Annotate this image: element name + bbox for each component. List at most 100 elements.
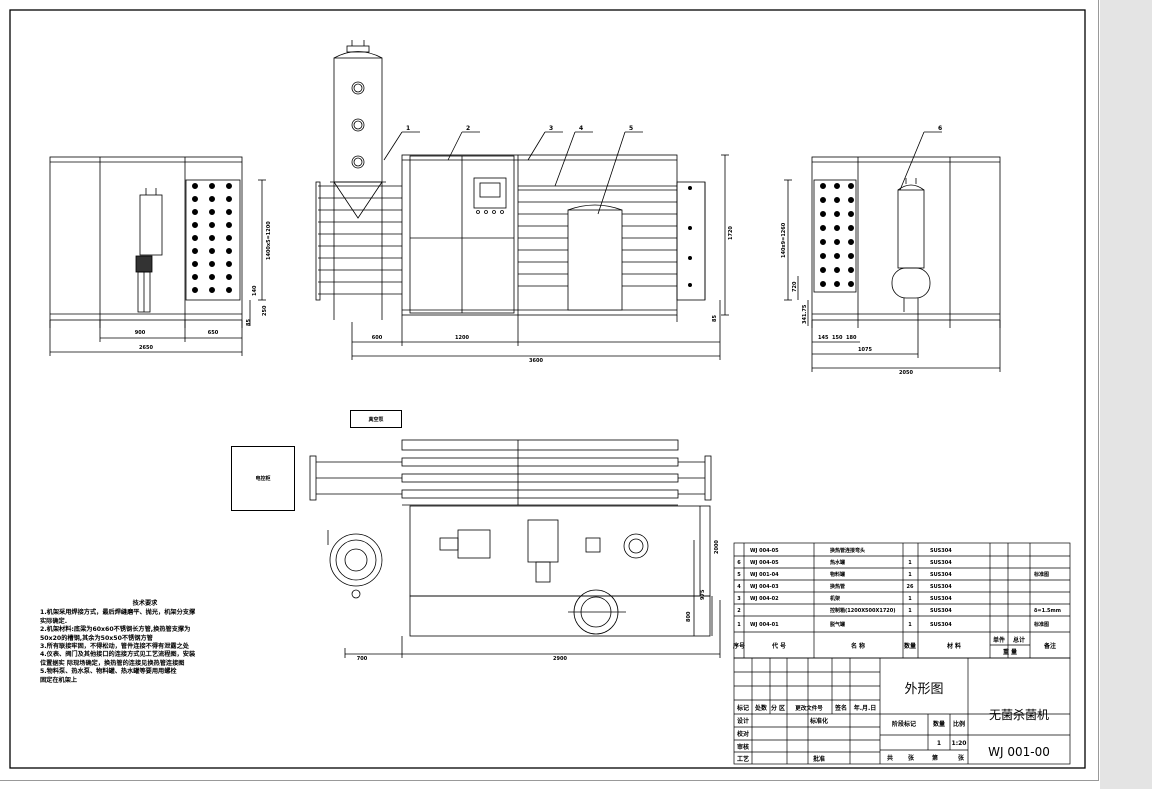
dim-800: 800 — [686, 611, 692, 622]
bom-row4-code: WJ 004-02 — [750, 596, 779, 602]
tb-approve: 批准 — [813, 755, 825, 763]
tb-qty: 1 — [937, 740, 941, 747]
bom-row5-no: 2 — [737, 608, 741, 614]
bom-row3-no: 4 — [737, 584, 741, 590]
tb-sheet-no: 第 — [931, 754, 938, 762]
dim-2650: 2650 — [139, 345, 153, 351]
tb-sheets: 张 — [908, 754, 915, 762]
bom-row3-code: WJ 004-03 — [750, 584, 779, 590]
tb-standardize: 标准化 — [809, 717, 828, 725]
part-label-6: 6 — [938, 125, 942, 132]
part-label-3: 3 — [549, 125, 553, 132]
bom-row3-name: 换热管 — [830, 583, 845, 590]
dim-700: 700 — [357, 656, 368, 662]
bom-row6-qty: 1 — [908, 622, 912, 628]
bom-header-mat: 材 料 — [946, 642, 961, 650]
dim-2050: 2050 — [899, 370, 913, 376]
bom-header-weight: 重 量 — [1003, 648, 1017, 656]
tb-number: WJ 001-00 — [988, 745, 1050, 759]
tb-date: 年.月.日 — [854, 704, 877, 712]
dim-180: 180 — [846, 335, 857, 341]
part-label-4: 4 — [579, 125, 583, 132]
dim-3600: 3600 — [529, 358, 543, 364]
bom-rows: WJ 004-05 换热管连接弯头 SUS304 6 WJ 004-05 热水罐… — [732, 547, 1061, 656]
tb-scale: 1:20 — [952, 740, 967, 747]
bom-header-code: 代 号 — [771, 642, 786, 650]
note-line: 位置据实 际现场确定，换热管的连接见换热管连接图 — [40, 659, 185, 667]
dim-341-75: 341.75 — [802, 304, 808, 324]
bom-row1-code: WJ 004-05 — [750, 560, 779, 566]
bom-row1-mat: SUS304 — [930, 560, 952, 566]
dim-right-height: 140x9=1260 — [781, 222, 787, 258]
bom-header-total: 总计 — [1013, 636, 1025, 644]
bom-row5-remark: δ=1.5mm — [1034, 608, 1061, 614]
bom-row5-mat: SUS304 — [930, 608, 952, 614]
note-line: 固定在机架上 — [40, 676, 78, 684]
dim-650: 650 — [208, 330, 219, 336]
bom-header-unit: 单件 — [993, 636, 1005, 644]
tb-mark: 标记 — [736, 704, 749, 712]
bom-header-no: 序号 — [732, 642, 745, 650]
dim-600: 600 — [372, 335, 383, 341]
bom-row5-name: 控制箱(1200X500X1720) — [830, 607, 896, 614]
dim-150: 150 — [832, 335, 843, 341]
bom-row2-qty: 1 — [908, 572, 912, 578]
dim-2000: 2000 — [714, 540, 720, 554]
bom-table — [733, 542, 1071, 659]
right-side-view — [784, 131, 1001, 372]
plan-view — [309, 439, 721, 658]
control-panel-box: 电控柜 — [231, 446, 295, 511]
tb-process: 工艺 — [737, 755, 749, 763]
notes-title: 技术要求 — [132, 600, 158, 607]
bom-header-name: 名 称 — [851, 642, 865, 650]
tb-check: 校对 — [737, 730, 749, 738]
note-line: 3.所有联接牢固，不得松动，管件连接不得有泄露之处 — [40, 643, 189, 651]
tb-design: 设计 — [737, 717, 749, 725]
tb-change-doc: 更改文件号 — [795, 704, 823, 712]
note-line: 1.机架采用焊接方式，最后焊缝磨平、抛光，机架分支撑 — [40, 609, 196, 617]
dim-left-height: 1400x5=1200 — [266, 221, 272, 260]
bom-row1-no: 6 — [737, 560, 741, 566]
bom-row3-mat: SUS304 — [930, 584, 952, 590]
right-panel — [1100, 0, 1152, 789]
bom-row2-code: WJ 001-04 — [750, 572, 779, 578]
engineering-drawing: 900 650 2650 1400x5=1200 140 250 85 — [9, 9, 1086, 769]
title-block — [733, 657, 1071, 765]
bom-row2-name: 物料罐 — [830, 571, 845, 578]
vacuum-pump-box: 真空泵 — [350, 410, 402, 428]
tb-total: 共 — [887, 754, 893, 762]
tb-drawing-title: 外形图 — [904, 682, 943, 697]
bom-row4-qty: 1 — [908, 596, 912, 602]
tb-sign: 签名 — [834, 704, 847, 712]
tb-scale-label: 比例 — [953, 720, 965, 728]
technical-notes: 技术要求 1.机架采用焊接方式，最后焊缝磨平、抛光，机架分支撑 实际确定. 2.… — [40, 600, 250, 685]
bom-row2-no: 5 — [737, 572, 741, 578]
tb-review: 审核 — [737, 743, 749, 751]
note-line: 50x20的槽钢,其余为50x50不锈钢方管 — [40, 634, 153, 642]
dim-2900: 2900 — [553, 656, 567, 662]
tb-count: 处数 — [754, 704, 768, 712]
bom-row6-no: 1 — [737, 622, 741, 628]
bom-row6-mat: SUS304 — [930, 622, 952, 628]
bom-row0-mat: SUS304 — [930, 548, 952, 554]
bom-row4-name: 机架 — [829, 595, 840, 602]
dim-900: 900 — [135, 330, 146, 336]
dim-85-front: 85 — [712, 315, 718, 322]
bom-row2-mat: SUS304 — [930, 572, 952, 578]
dim-250: 250 — [262, 305, 268, 316]
note-line: 4.仪表、阀门及其他接口的连接方式见工艺流程图，安装 — [40, 651, 196, 659]
drawing-sheet: 900 650 2650 1400x5=1200 140 250 85 — [0, 0, 1099, 781]
bom-row1-qty: 1 — [908, 560, 912, 566]
note-line: 5.物料泵、热水泵、物料罐、热水罐等要用用螺栓 — [40, 668, 177, 676]
front-view — [315, 40, 729, 360]
dim-1075: 1075 — [858, 347, 872, 353]
dim-720: 720 — [792, 281, 798, 292]
tb-product: 无菌杀菌机 — [989, 707, 1049, 722]
dim-975: 975 — [700, 589, 706, 600]
bom-row0-code: WJ 004-05 — [750, 548, 779, 554]
bom-row6-code: WJ 004-01 — [750, 622, 779, 628]
part-label-2: 2 — [466, 125, 470, 132]
bom-row4-mat: SUS304 — [930, 596, 952, 602]
tb-sheet-unit: 张 — [958, 754, 965, 762]
bom-header-remark: 备注 — [1043, 642, 1056, 650]
